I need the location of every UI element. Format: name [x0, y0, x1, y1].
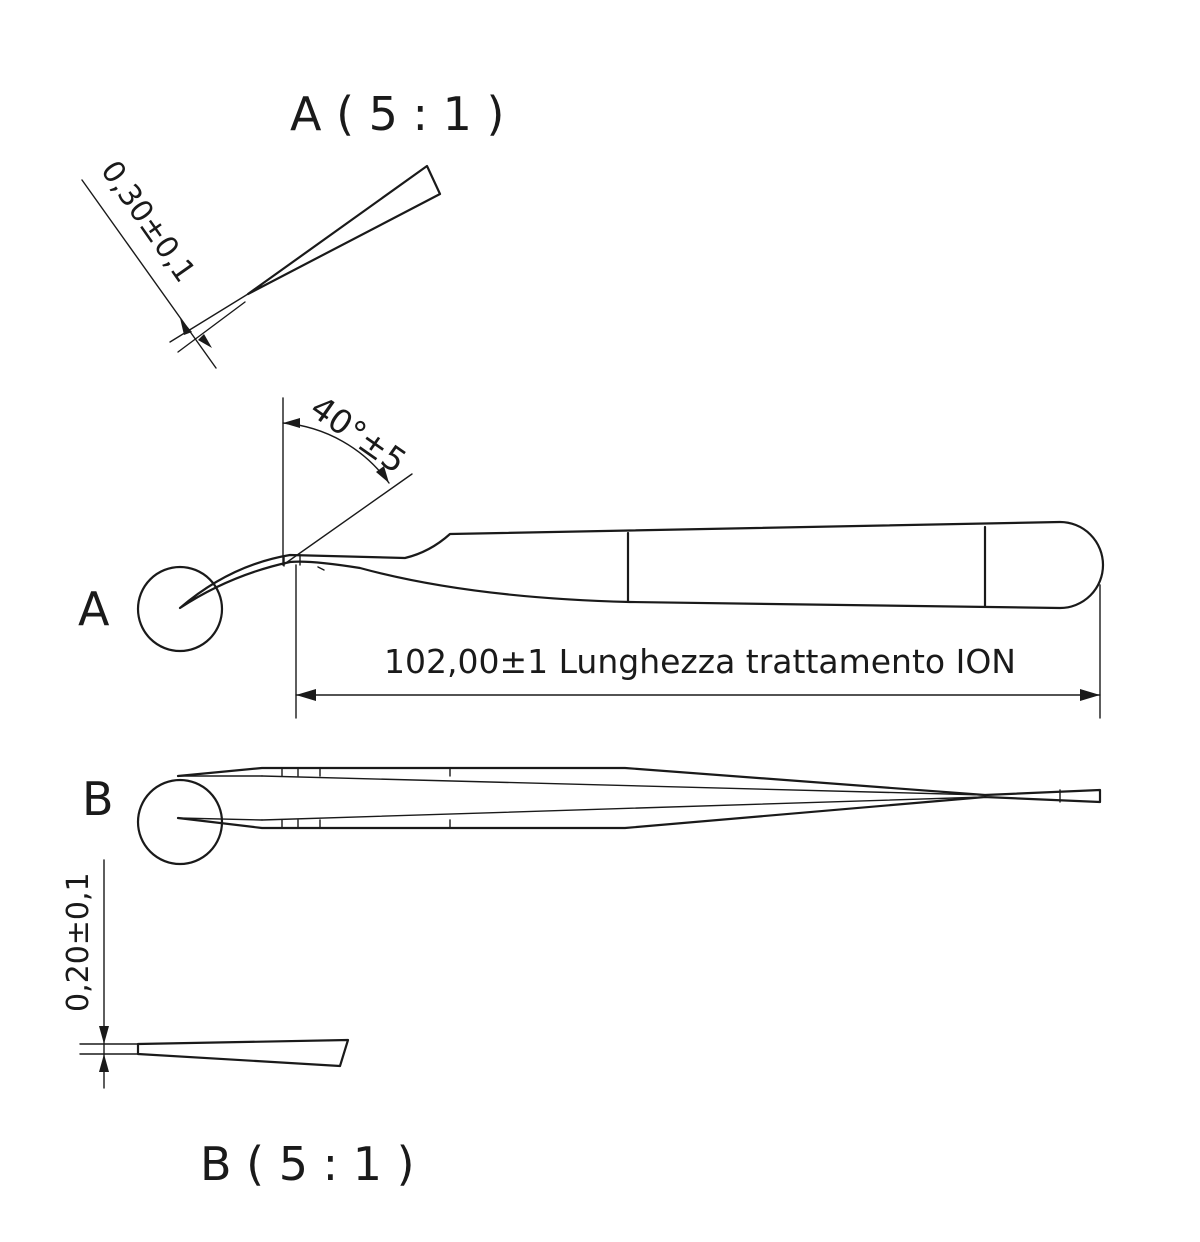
detail-a: A ( 5 : 1 ) 0,30±0,1 [81, 87, 505, 369]
detail-b-dimension: 0,20±0,1 [61, 859, 109, 1089]
angle-label: 40°±5 [303, 388, 413, 481]
tweezer-top-outline [176, 766, 1102, 830]
side-view: A 40°±5 102,00±1 Lunghezza trattamento I… [78, 388, 1105, 719]
detail-a-dimension: 0,30±0,1 [81, 155, 217, 369]
top-view: B [82, 766, 1102, 866]
detail-b-tip-tolerance: 0,20±0,1 [61, 872, 96, 1012]
detail-a-title: A ( 5 : 1 ) [290, 87, 505, 141]
length-dimension: 102,00±1 Lunghezza trattamento ION [295, 564, 1101, 719]
top-view-marker-b: B [82, 772, 114, 826]
detail-b-title: B ( 5 : 1 ) [200, 1137, 415, 1191]
tweezer-side-outline [178, 520, 1105, 610]
detail-a-tip-outline [169, 164, 442, 353]
side-view-marker-a: A [78, 582, 110, 636]
detail-a-tip-tolerance: 0,30±0,1 [93, 155, 202, 289]
length-dimension-label: 102,00±1 Lunghezza trattamento ION [384, 642, 1016, 681]
angle-dimension: 40°±5 [282, 388, 414, 566]
detail-b-tip-outline [79, 1038, 350, 1068]
detail-b: 0,20±0,1 B ( 5 : 1 ) [61, 859, 415, 1191]
detail-a-callout-circle [136, 565, 224, 653]
detail-b-callout-circle [136, 778, 224, 866]
